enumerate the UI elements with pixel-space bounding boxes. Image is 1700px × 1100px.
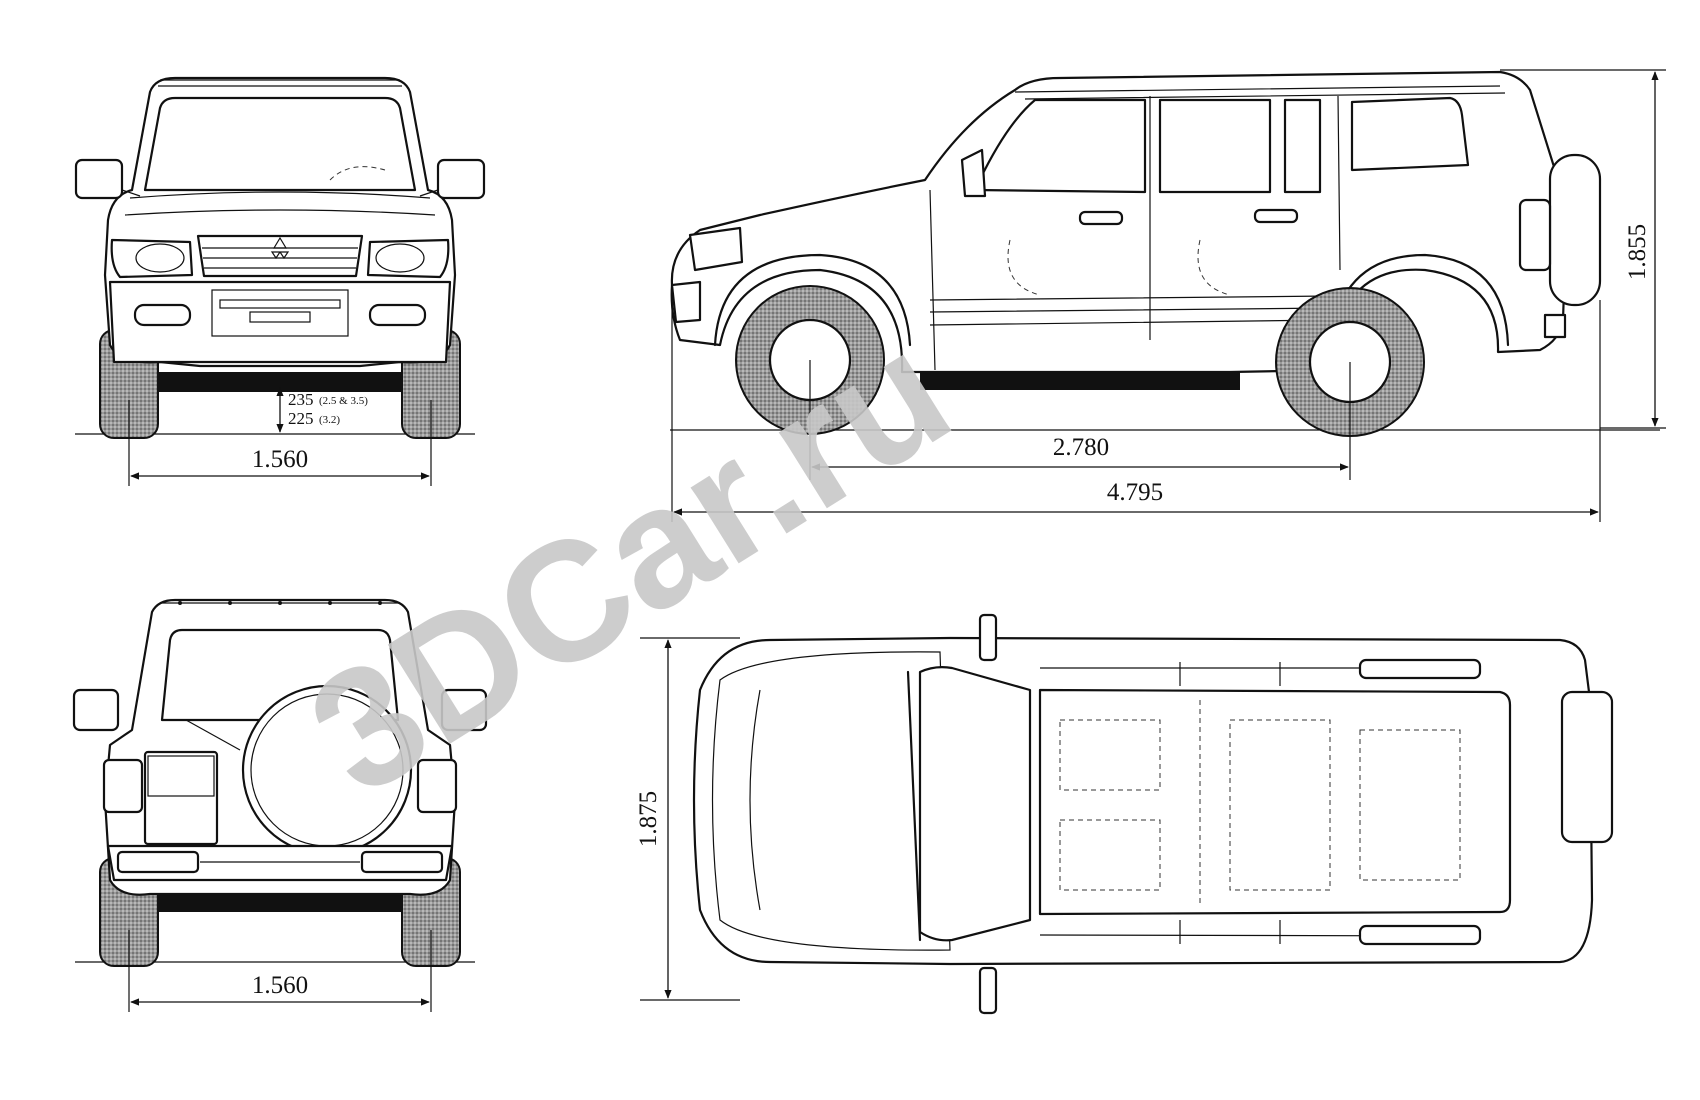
rear-view: 1.560 — [72, 598, 488, 1012]
ground-clearance-b-note: (3.2) — [319, 414, 340, 426]
overall-height-label: 1.855 — [1624, 224, 1651, 280]
ground-clearance-a-note: (2.5 & 3.5) — [319, 395, 368, 407]
overall-width-label: 1.875 — [635, 791, 662, 847]
ground-clearance-a: 235 — [288, 390, 314, 409]
overall-length-label: 4.795 — [1107, 479, 1163, 506]
side-view: 1.855 2.780 4.795 — [670, 69, 1666, 522]
top-view: 1.875 — [635, 613, 1614, 1015]
rear-track-label: 1.560 — [252, 972, 308, 999]
front-track-label: 1.560 — [252, 446, 308, 473]
front-view: 235 (2.5 & 3.5) 225 (3.2) 1.560 — [74, 76, 486, 486]
wheelbase-label: 2.780 — [1053, 434, 1109, 461]
roof-rivets — [178, 601, 382, 605]
ground-clearance-b: 225 — [288, 409, 314, 428]
